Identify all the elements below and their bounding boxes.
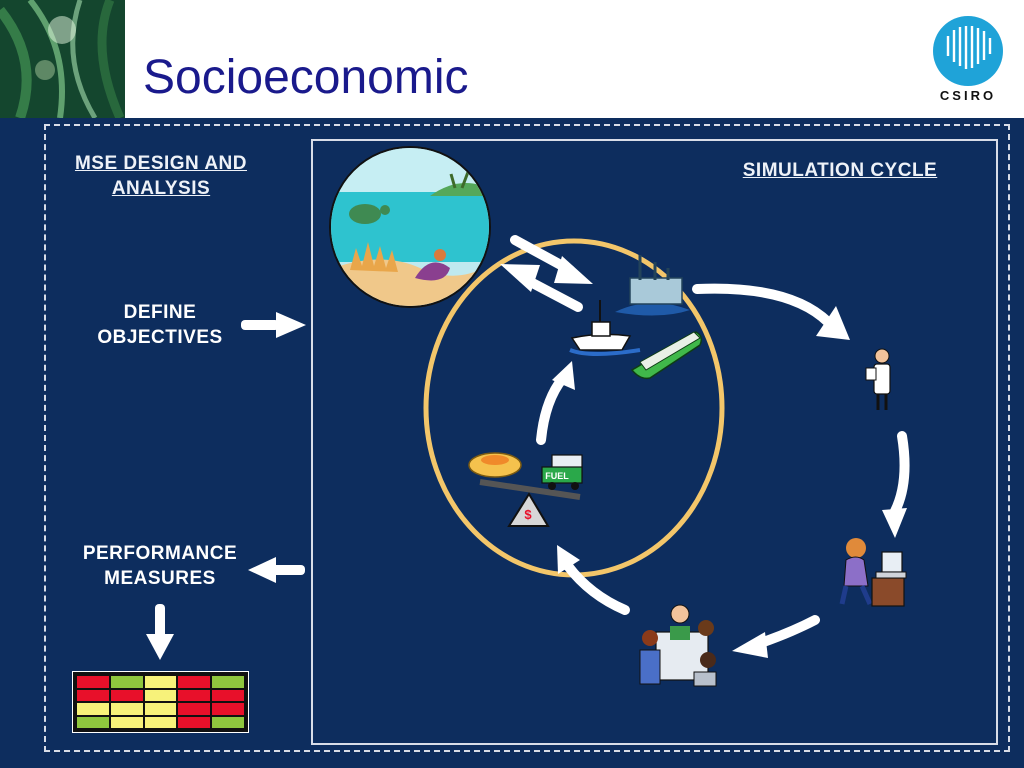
table-cell: [77, 716, 109, 728]
table-cell: [110, 703, 143, 715]
mse-heading: MSE DESIGN AND ANALYSIS: [74, 153, 248, 199]
table-cell: [110, 676, 143, 688]
table-cell: [144, 703, 177, 715]
table-cell: [144, 716, 177, 728]
performance-measures-table: [72, 671, 249, 733]
table-cell: [212, 689, 244, 701]
performance-measures-label: PERFORMANCE MEASURES: [82, 543, 238, 589]
slide-header: Socioeconomic CSIRO: [0, 0, 1024, 118]
csiro-logo: CSIRO: [928, 14, 1008, 106]
table-row: [77, 676, 244, 688]
define-objectives-label: DEFINE OBJECTIVES: [97, 302, 223, 348]
table-row: [77, 716, 244, 728]
table-row: [77, 689, 244, 701]
page-title: Socioeconomic: [143, 51, 469, 104]
table-cell: [77, 676, 109, 688]
mse-outer-frame: [44, 124, 1010, 752]
table-cell: [212, 703, 244, 715]
table-cell: [110, 716, 143, 728]
csiro-globe-icon: [933, 16, 1003, 86]
table-cell: [77, 689, 109, 701]
table-row: [77, 703, 244, 715]
table-cell: [77, 703, 109, 715]
table-cell: [178, 716, 211, 728]
simulation-cycle-heading: SIMULATION CYCLE: [742, 160, 938, 181]
performance-grid: [75, 674, 246, 730]
table-cell: [178, 689, 211, 701]
table-cell: [178, 676, 211, 688]
table-cell: [144, 676, 177, 688]
table-cell: [144, 689, 177, 701]
logo-text: CSIRO: [939, 88, 997, 103]
simulation-cycle-frame: [311, 139, 998, 745]
table-cell: [212, 716, 244, 728]
table-cell: [110, 689, 143, 701]
table-cell: [212, 676, 244, 688]
table-cell: [178, 703, 211, 715]
forest-photo-thumbnail: [0, 0, 125, 118]
